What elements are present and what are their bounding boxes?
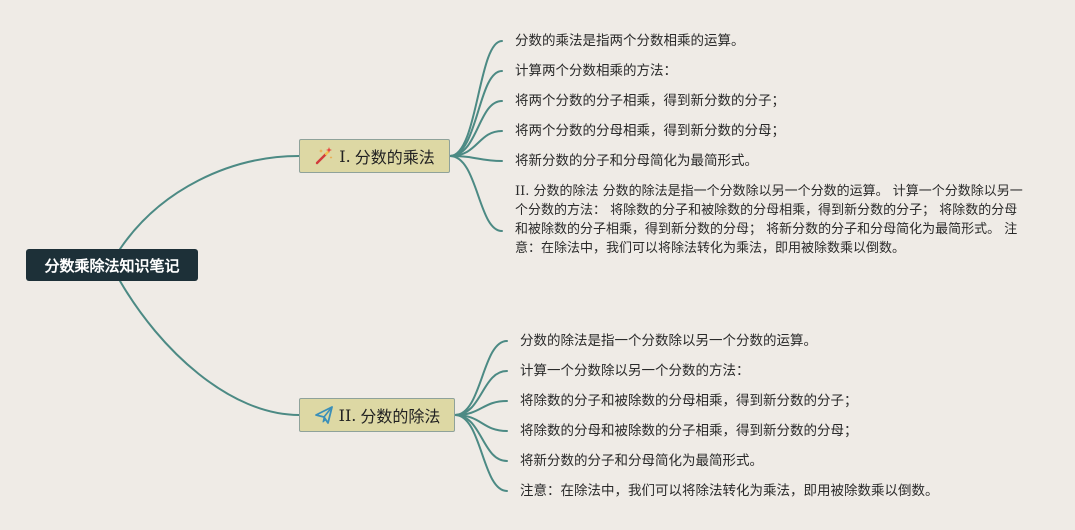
leaf-node[interactable]: 将除数的分子和被除数的分母相乘，得到新分数的分子； (520, 393, 858, 409)
leaf-paragraph-text: 分数的除法 分数的除法是指一个分数除以另一个分数的运算。 计算一个分数除以另一个… (515, 184, 1023, 256)
leaf-node[interactable]: 计算两个分数相乘的方法： (515, 63, 677, 79)
branch-multiplication[interactable]: I. 分数的乘法 (299, 139, 450, 173)
edge-b1-leaf-5 (449, 155, 503, 162)
edge-b2-leaf-1 (454, 340, 508, 416)
leaf-node[interactable]: 注意：在除法中，我们可以将除法转化为乘法，即用被除数乘以倒数。 (520, 483, 939, 499)
edge-b2-leaf-6 (454, 414, 508, 492)
root-node[interactable]: 分数乘除法知识笔记 (26, 249, 198, 281)
branch-title: 分数的除法 (360, 407, 441, 426)
leaf-node[interactable]: 计算一个分数除以另一个分数的方法： (520, 363, 750, 379)
edge-b1-leaf-2 (449, 70, 503, 157)
edge-root-branch-1 (119, 155, 300, 250)
leaf-node[interactable]: 分数的除法是指一个分数除以另一个分数的运算。 (520, 333, 817, 349)
leaf-node[interactable]: 将除数的分母和被除数的分子相乘，得到新分数的分母； (520, 423, 858, 439)
leaf-node[interactable]: 分数的乘法是指两个分数相乘的运算。 (515, 33, 745, 49)
edge-root-branch-2 (119, 280, 300, 416)
paper-plane-icon (314, 405, 334, 425)
branch-numeral: II. (338, 405, 357, 425)
leaf-numeral: II. (515, 184, 530, 199)
magic-wand-icon (314, 146, 334, 166)
root-node-label: 分数乘除法知识笔记 (44, 256, 180, 275)
leaf-node[interactable]: 将新分数的分子和分母简化为最简形式。 (520, 453, 763, 469)
leaf-node[interactable]: 将两个分数的分子相乘，得到新分数的分子； (515, 93, 785, 109)
leaf-node[interactable]: 将两个分数的分母相乘，得到新分数的分母； (515, 123, 785, 139)
branch-numeral: I. (339, 146, 351, 166)
branch-title: 分数的乘法 (354, 148, 435, 167)
edge-b1-leaf-1 (449, 40, 503, 157)
edge-b1-leaf-3 (449, 100, 503, 157)
leaf-node-paragraph[interactable]: II. 分数的除法 分数的除法是指一个分数除以另一个分数的运算。 计算一个分数除… (515, 182, 1025, 258)
leaf-node[interactable]: 将新分数的分子和分母简化为最简形式。 (515, 153, 758, 169)
edge-b1-leaf-6 (449, 155, 503, 232)
branch-division[interactable]: II. 分数的除法 (299, 398, 455, 432)
